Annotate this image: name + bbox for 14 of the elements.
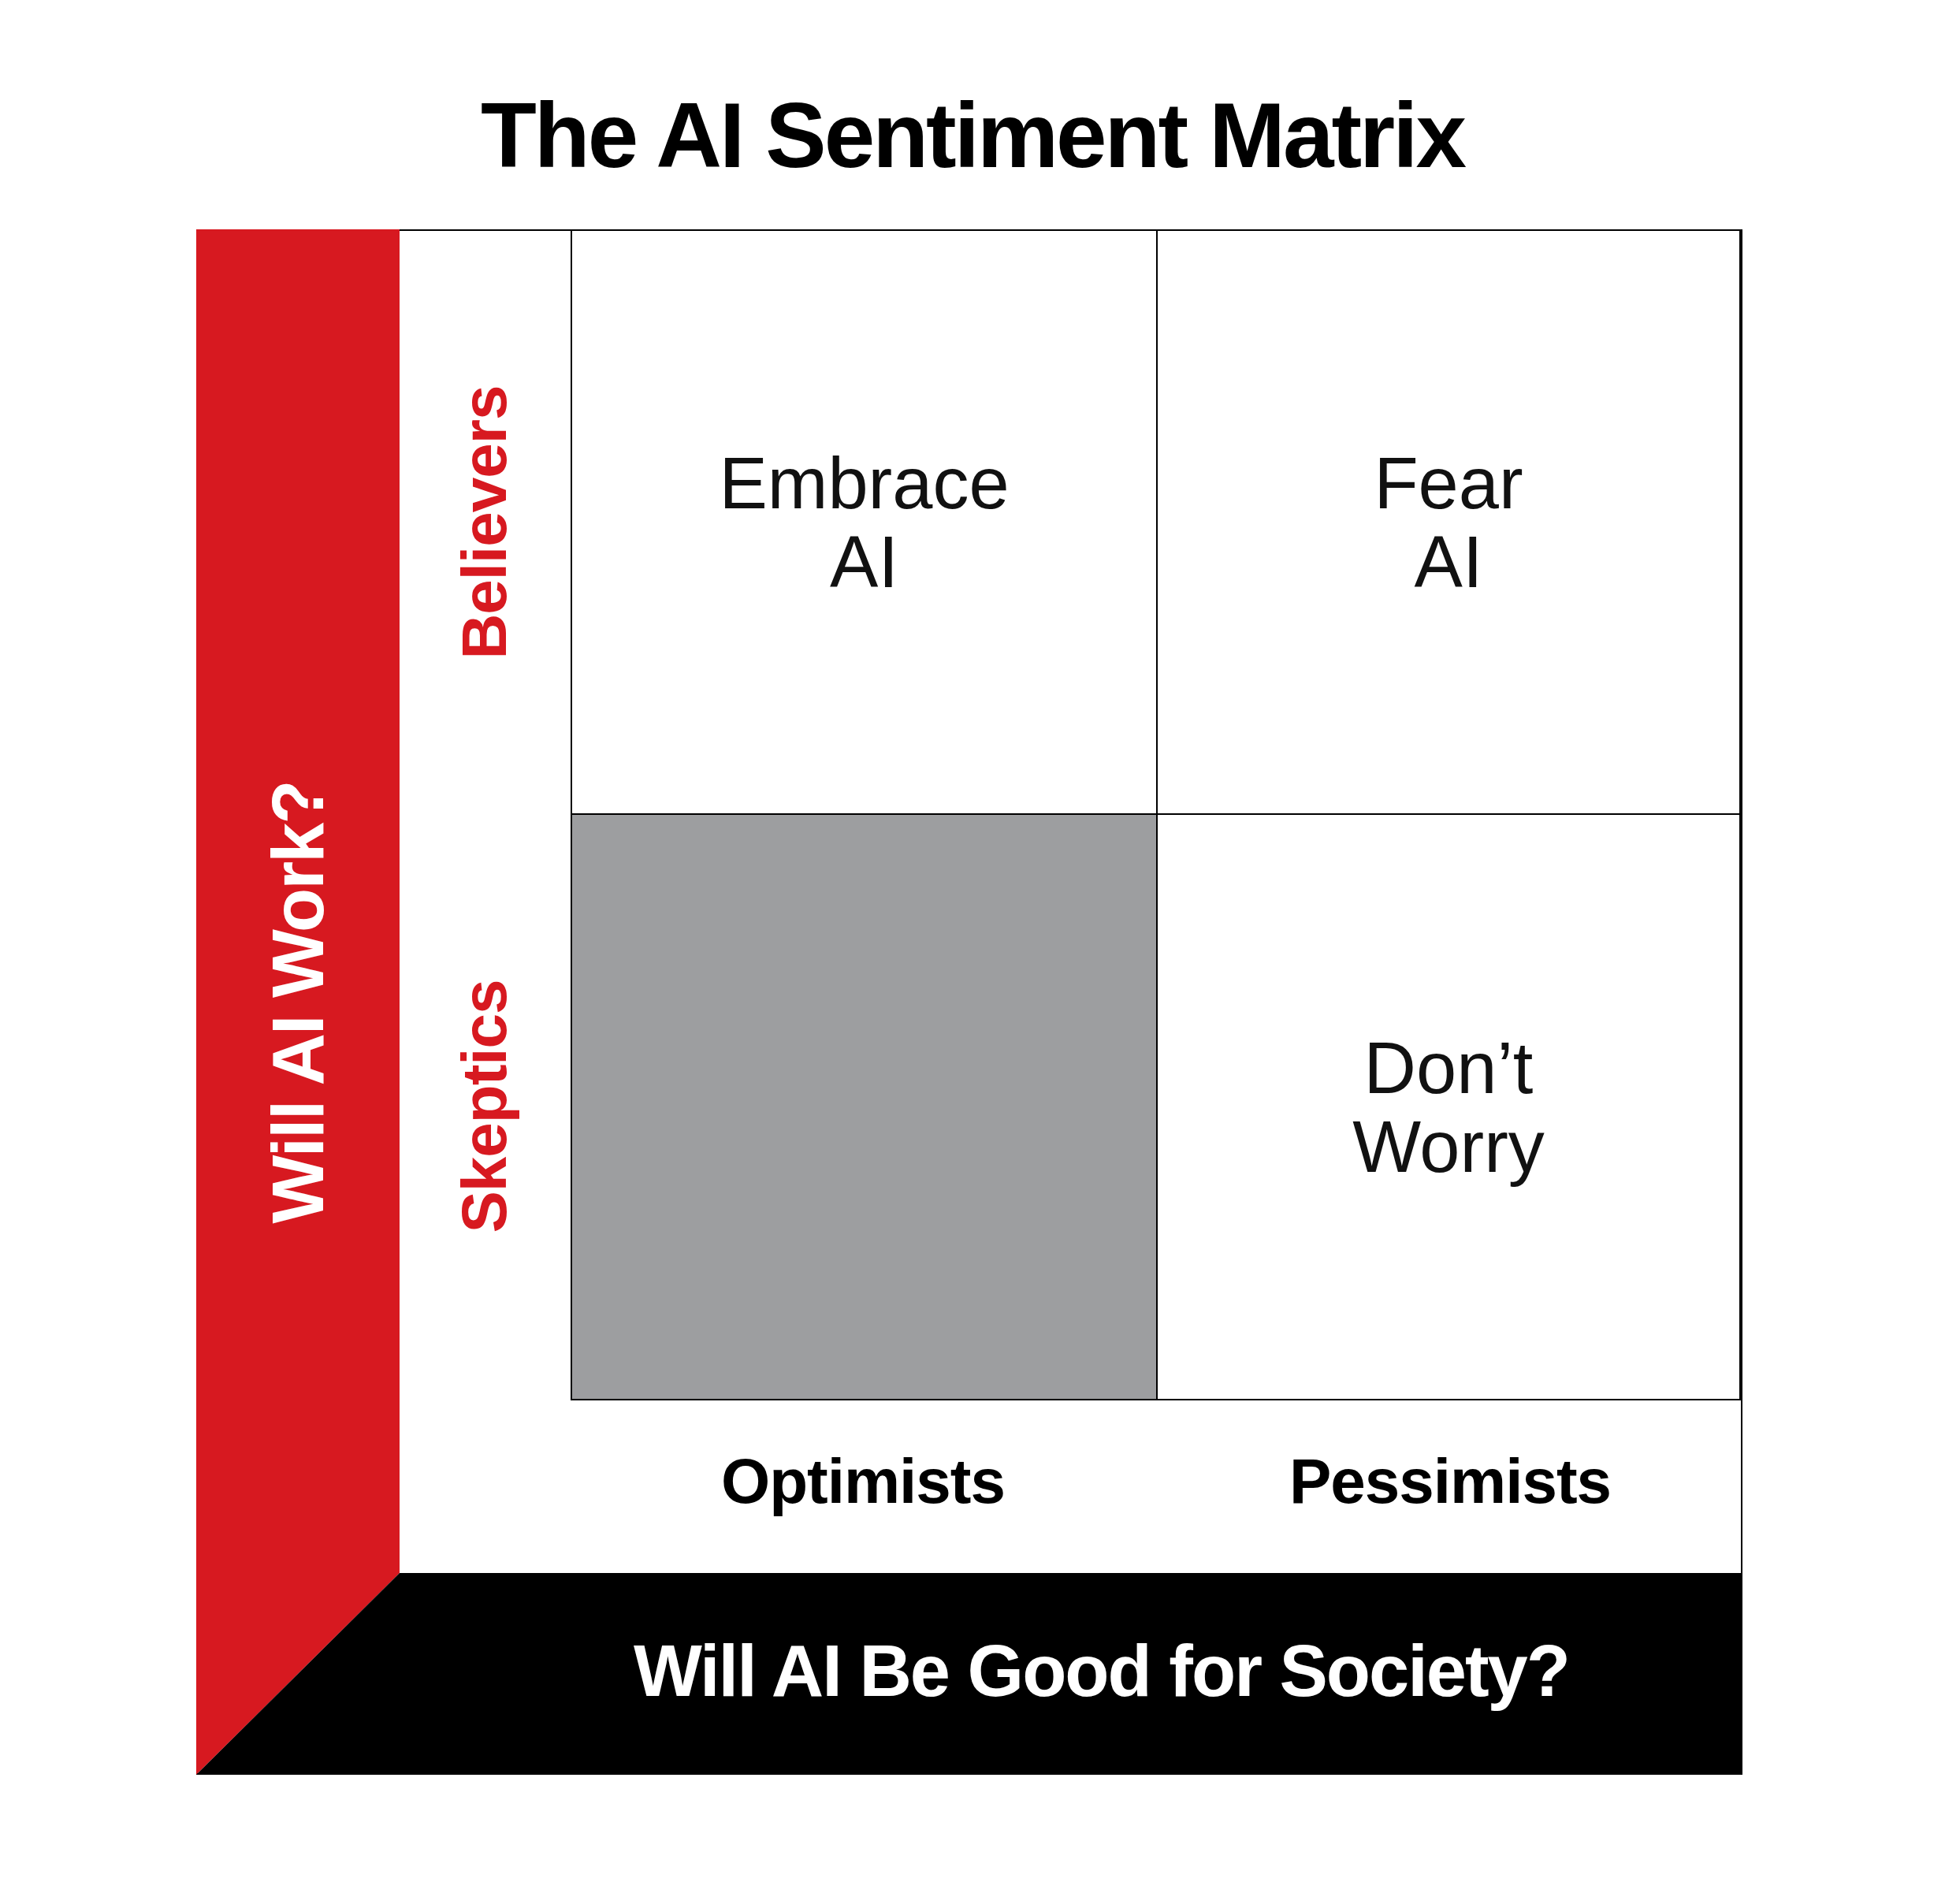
shaded-quadrant [571,813,1158,1400]
quadrant-label: Embrace AI [718,443,1010,601]
axis-category-label: Pessimists [1289,1445,1611,1518]
axis-title: Will AI Be Good for Society? [634,1630,1569,1712]
axis-band [196,1573,1742,1775]
title: The AI Sentiment Matrix [480,84,1467,188]
quadrant-cell [1156,813,1741,1400]
quadrant-label: Don’t Worry [1352,1028,1545,1186]
axis-title: Will AI Work? [256,781,339,1223]
axis-band [196,229,400,1775]
axis-category-label: Optimists [721,1445,1005,1518]
axis-category-label: Skeptics [448,980,520,1233]
quadrant-label: Fear AI [1373,443,1524,601]
axis-category-label: Believers [448,385,520,660]
